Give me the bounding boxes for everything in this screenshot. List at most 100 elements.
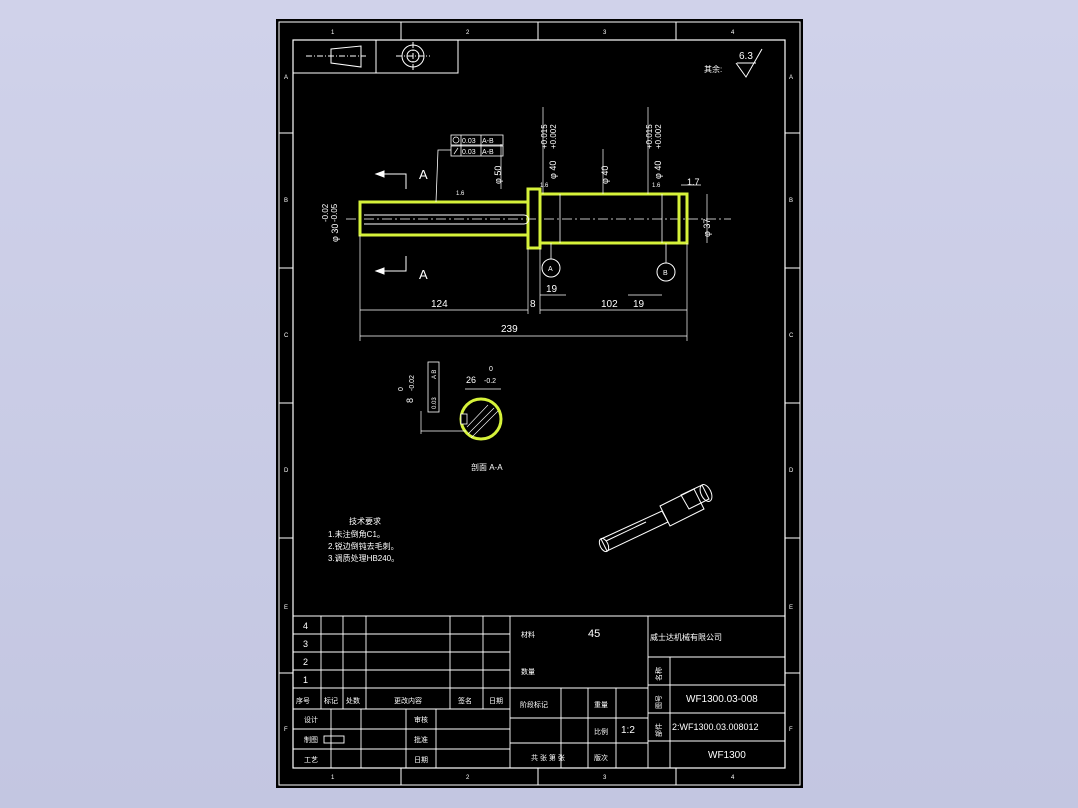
- rev-header-date: 日期: [489, 697, 503, 705]
- dim-d40-right-upper: +0.015: [645, 124, 654, 149]
- file-number: 2:WF1300.03.008012: [672, 722, 759, 732]
- zone-col-4: 4: [731, 30, 735, 36]
- rev-row-3: 3: [303, 639, 308, 649]
- roughness-label: 其余:: [704, 64, 722, 74]
- dim-d40-right-lower: +0.002: [654, 124, 663, 149]
- shaft-section-d30: [358, 200, 530, 237]
- scale-label: 比例: [594, 727, 608, 736]
- dim-d37: φ 37: [702, 219, 712, 237]
- dim-d30: φ 30: [330, 224, 340, 242]
- drawing-no-label: 图号: [655, 695, 663, 709]
- zone-col-3-bottom: 3: [603, 775, 607, 781]
- zone-col-1: 1: [331, 30, 335, 36]
- zone-row-e-right: E: [789, 605, 793, 611]
- tech-item-3: 3.调质处理HB240。: [328, 553, 399, 563]
- rev-row-4: 4: [303, 621, 308, 631]
- runout-icon: [453, 147, 459, 155]
- zone-row-b: B: [284, 198, 288, 204]
- signoff-drafting: 制图: [304, 735, 318, 744]
- signoff-approve: 批准: [414, 735, 428, 744]
- rev-header-no: 序号: [296, 696, 310, 705]
- dim-d40-left: φ 40: [548, 161, 558, 179]
- zone-ticks: [279, 22, 800, 785]
- zone-col-3: 3: [603, 30, 607, 36]
- length-dim-lines: [359, 235, 688, 341]
- zone-labels: 1 2 3 4 1 2 3 4 A B C D E F A B C D E F: [284, 30, 794, 781]
- projection-symbol: [293, 40, 459, 74]
- mass-label: 数量: [521, 667, 535, 676]
- geometric-tolerance-frames: 0.03 A-B 0.03 A-B: [435, 134, 504, 203]
- zone-row-e: E: [284, 605, 288, 611]
- zone-row-a-right: A: [789, 75, 793, 81]
- dim-8-key: 8: [405, 398, 415, 403]
- tolerance-2-datum: A-B: [482, 149, 494, 156]
- dim-d40-left-upper: +0.015: [540, 124, 549, 149]
- keyway-section-view: 26 0 -0.2 8 0 -0.02 0.03 A B 剖面 A-A: [398, 361, 503, 472]
- dim-d40-mid: φ 40: [600, 166, 610, 184]
- inner-border: [292, 39, 786, 769]
- shaft-isometric-preview: [598, 484, 713, 553]
- shaft-collar-d50: [526, 187, 542, 250]
- shaft-main-view: [358, 187, 689, 250]
- stage-label: 阶段标记: [520, 700, 548, 709]
- dim-26: 26: [466, 375, 476, 385]
- zone-col-2: 2: [466, 30, 470, 36]
- roughness-note: 其余: 6.3: [704, 48, 763, 78]
- section-label-top: A: [419, 167, 428, 182]
- length-dims: 124 8 102 19 19 239: [431, 284, 645, 335]
- section-cut-markers: [374, 170, 407, 275]
- section-title: 剖面 A-A: [471, 462, 503, 472]
- zone-row-c-right: C: [789, 333, 794, 339]
- rev-row-2: 2: [303, 657, 308, 667]
- dim-19-b: 19: [633, 299, 645, 310]
- roughness-value: 6.3: [739, 51, 753, 62]
- zone-col-2-bottom: 2: [466, 775, 470, 781]
- product-code: WF1300: [708, 750, 746, 761]
- zone-row-d-right: D: [789, 468, 794, 474]
- dim-d50: φ 50: [493, 166, 503, 184]
- dim-d40-right: φ 40: [653, 161, 663, 179]
- dim-8-lower: -0.02: [409, 375, 416, 391]
- title-block-text: 4 3 2 1 序号 标记 处数 更改内容 签名 日期 设计 制图 工艺 审核 …: [296, 621, 759, 764]
- keyway-tol-value: 0.03: [432, 397, 438, 409]
- rev-header-sign: 签名: [458, 696, 472, 705]
- concentricity-icon: [452, 136, 460, 144]
- rev-header-mark: 标记: [324, 696, 338, 705]
- dim-d30-lower: -0.05: [330, 203, 339, 222]
- section-label-bottom: A: [419, 267, 428, 282]
- dim-8: 8: [530, 299, 536, 310]
- weight-label: 重量: [594, 701, 608, 709]
- zone-col-1-bottom: 1: [331, 775, 335, 781]
- tolerance-2-value: 0.03: [462, 149, 476, 156]
- diameter-dims: φ 50 φ 40 +0.015 +0.002 φ 40 φ 40 +0.015…: [321, 124, 712, 242]
- roughness-icon: [735, 48, 763, 78]
- dim-d40-left-lower: +0.002: [549, 124, 558, 149]
- version-label: 版次: [594, 753, 608, 762]
- signoff-design: 设计: [304, 715, 318, 724]
- datum-b: B: [663, 270, 668, 277]
- signoff-process: 工艺: [304, 756, 318, 764]
- roughness-1-6-a: 1.6: [456, 191, 465, 197]
- rev-header-content: 更改内容: [394, 696, 422, 705]
- drawing-canvas[interactable]: 1 2 3 4 1 2 3 4 A B C D E F A B C D E F: [276, 19, 803, 788]
- dim-8-upper: 0: [398, 387, 405, 391]
- datum-a: A: [548, 266, 553, 273]
- roughness-1-6-b: 1.6: [540, 183, 549, 189]
- signoff-date: 日期: [414, 756, 428, 764]
- dim-102: 102: [601, 299, 618, 310]
- signoff-review: 审核: [414, 715, 428, 724]
- rev-row-1: 1: [303, 675, 308, 685]
- drawing-number: WF1300.03-008: [686, 694, 758, 705]
- datum-markers: A B: [541, 243, 676, 282]
- drawing-sheet[interactable]: 1 2 3 4 1 2 3 4 A B C D E F A B C D E F: [276, 19, 803, 788]
- diameter-dim-lines: [500, 107, 708, 243]
- sheet-label: 共 张 第 张: [531, 753, 565, 762]
- zone-col-4-bottom: 4: [731, 775, 735, 781]
- tech-item-1: 1.未注倒角C1。: [328, 529, 385, 539]
- tech-item-2: 2.锐边倒钝去毛刺。: [328, 541, 399, 551]
- zone-row-f-right: F: [789, 727, 793, 733]
- zone-row-b-right: B: [789, 198, 793, 204]
- scale-value: 1:2: [621, 725, 635, 736]
- company-name: 威士达机械有限公司: [650, 632, 722, 642]
